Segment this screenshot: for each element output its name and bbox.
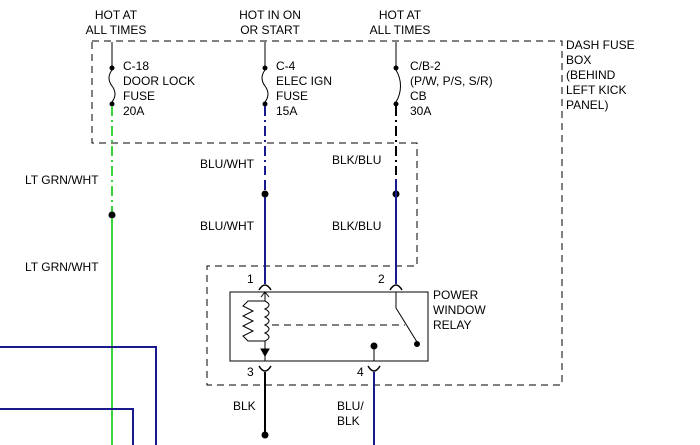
wire-label-blkblu-2: BLK/BLU <box>332 219 382 233</box>
header-line: ALL TIMES <box>85 23 147 37</box>
fuse-label-line: C/B-2 <box>410 59 441 73</box>
header-line: HOT AT <box>94 8 138 22</box>
relay-label: POWER WINDOW RELAY <box>433 288 486 333</box>
ground-dot-blk <box>261 431 269 439</box>
header-hot-at-all-times-2: HOT AT ALL TIMES <box>370 8 431 38</box>
fuse-label-line: (P/W, P/S, S/R) <box>410 74 493 88</box>
wire-label-line: BLK <box>337 414 360 428</box>
wire-label-blk: BLK <box>233 399 256 413</box>
fuse-box-outline <box>91 40 563 386</box>
header-line: HOT IN ON <box>239 8 301 22</box>
fuse-box-label-line: LEFT KICK <box>566 83 627 97</box>
header-hot-in-on-or-start: HOT IN ON OR START <box>239 8 301 38</box>
fuse-label-line: 15A <box>276 104 298 118</box>
fuse-label-line: C-4 <box>276 59 296 73</box>
fuse-label-line: FUSE <box>123 89 156 103</box>
wire-label-line: BLU/ <box>337 399 364 413</box>
relay-label-line: POWER <box>433 288 479 302</box>
header-line: OR START <box>240 23 300 37</box>
relay-body <box>229 291 429 362</box>
splice-dot-green <box>108 211 116 219</box>
fuse-box-label-line: PANEL) <box>566 98 609 112</box>
fuse-box-label: DASH FUSE BOX (BEHIND LEFT KICK PANEL) <box>566 38 635 113</box>
relay-coil <box>241 291 270 361</box>
fuse-c18-symbol <box>108 65 116 107</box>
fuse-c18-label: C-18 DOOR LOCK FUSE 20A <box>123 59 195 119</box>
relay-pin2-terminal <box>389 284 403 291</box>
connector-dot-bluwht <box>261 190 269 198</box>
relay-pin-1-number: 1 <box>247 272 254 286</box>
relay-label-line: WINDOW <box>433 303 486 317</box>
fuse-label-line: 30A <box>410 104 432 118</box>
fuse-c4-label: C-4 ELEC IGN FUSE 15A <box>276 59 332 119</box>
wire-blue-bus-inner <box>0 408 134 445</box>
fuse-label-line: CB <box>410 89 427 103</box>
relay-pin3-terminal <box>258 365 272 372</box>
fuse-label-line: 20A <box>123 104 145 118</box>
relay-pin1-terminal <box>258 284 272 291</box>
cb2-label: C/B-2 (P/W, P/S, S/R) CB 30A <box>410 59 493 119</box>
relay-pin-4-number: 4 <box>357 365 364 379</box>
relay-label-line: RELAY <box>433 318 472 332</box>
fuse-label-line: C-18 <box>123 59 150 73</box>
fuse-label-line: DOOR LOCK <box>123 74 196 88</box>
wire-label-blkblu-1: BLK/BLU <box>332 153 382 167</box>
header-hot-at-all-times-1: HOT AT ALL TIMES <box>86 8 147 38</box>
header-line: ALL TIMES <box>369 23 431 37</box>
fuse-label-line: ELEC IGN <box>276 74 333 88</box>
fuse-c4-symbol <box>261 65 269 107</box>
wire-label-blublk: BLU/ BLK <box>337 399 364 429</box>
wire-label-ltgrn-2: LT GRN/WHT <box>25 260 99 274</box>
relay-pin4-terminal <box>367 365 381 372</box>
header-line: HOT AT <box>378 8 422 22</box>
wire-label-ltgrn-1: LT GRN/WHT <box>25 173 99 187</box>
wire-label-bluwht-2: BLU/WHT <box>200 219 254 233</box>
wire-blue-bus-outer <box>0 346 157 445</box>
fuse-label-line: FUSE <box>276 89 309 103</box>
relay-switch <box>272 292 420 361</box>
fuse-box-label-line: BOX <box>566 53 592 67</box>
relay-pin-3-number: 3 <box>247 365 254 379</box>
relay-pin-2-number: 2 <box>378 272 385 286</box>
fuse-box-label-line: (BEHIND <box>566 68 616 82</box>
wire-label-bluwht-1: BLU/WHT <box>200 157 254 171</box>
circuit-breaker-cb2-symbol <box>393 65 401 107</box>
fuse-box-label-line: DASH FUSE <box>566 38 635 52</box>
